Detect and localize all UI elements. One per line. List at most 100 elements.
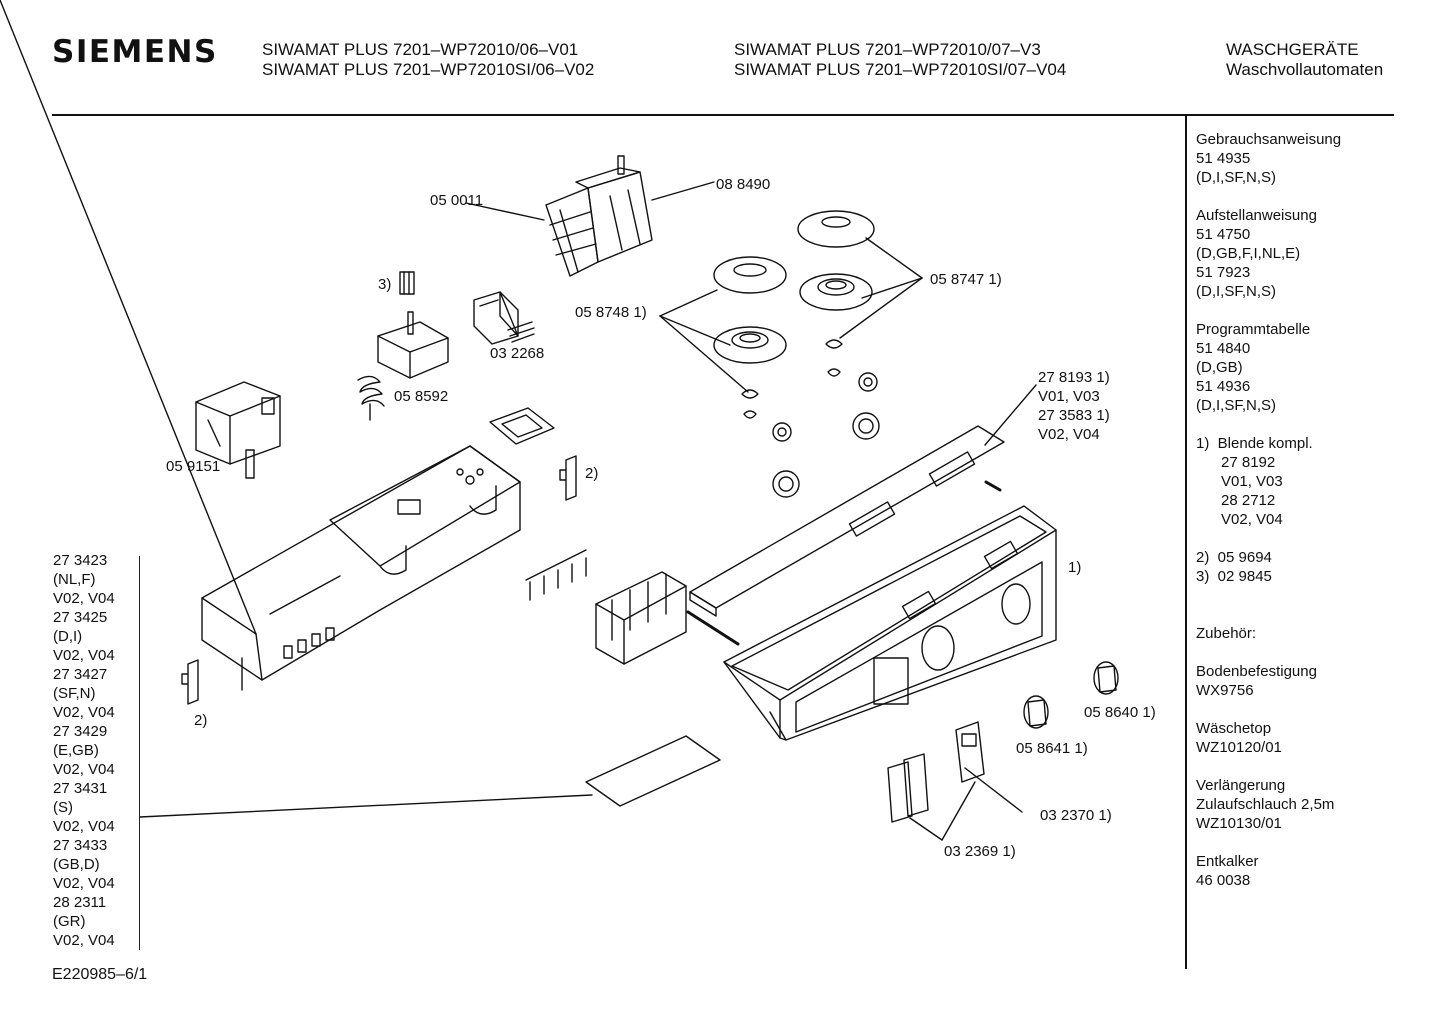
leader-line	[941, 781, 976, 841]
part-label: 05 9151	[166, 458, 221, 475]
leader-line	[964, 767, 1023, 813]
sidebar-line: 27 8192	[1196, 454, 1276, 471]
part-label: 08 8490	[716, 176, 771, 193]
leader-line	[139, 794, 593, 818]
sidebar-line: WZ10130/01	[1196, 815, 1282, 832]
part-label: 03 2370 1)	[1040, 807, 1112, 824]
sidebar-line: WZ10120/01	[1196, 739, 1282, 756]
part-label: V02, V04	[1038, 426, 1100, 443]
left-list-line: (GB,D)	[53, 856, 100, 873]
model-list-2: SIWAMAT PLUS 7201–WP72010/07–V3 SIWAMAT …	[734, 40, 1066, 80]
left-list-line: 27 3429	[53, 723, 108, 740]
sidebar-line: 46 0038	[1196, 872, 1251, 889]
contact-strip-part	[525, 549, 587, 601]
left-list-line: (D,I)	[53, 628, 83, 645]
left-list-line: 27 3427	[53, 666, 108, 683]
part-label: 05 8592	[394, 388, 449, 405]
sidebar-line: 2) 05 9694	[1196, 549, 1272, 566]
leader-line	[659, 315, 731, 346]
category-line: WASCHGERÄTE	[1226, 40, 1359, 59]
category-title: WASCHGERÄTE Waschvollautomaten	[1226, 40, 1383, 80]
leader-line	[659, 315, 749, 393]
left-list-line: V02, V04	[53, 704, 115, 721]
left-list-line: V02, V04	[53, 647, 115, 664]
part-label: 03 2369 1)	[944, 843, 1016, 860]
rotary-knob-part	[1093, 661, 1119, 695]
part-label: 05 0011	[430, 192, 484, 209]
knob-disc-part	[797, 210, 875, 248]
model-line: SIWAMAT PLUS 7201–WP72010/07–V3	[734, 40, 1041, 59]
terminal-holder-part	[595, 571, 687, 665]
left-list-line: V02, V04	[53, 875, 115, 892]
sidebar-line: 51 4936	[1196, 378, 1251, 395]
sidebar-line: 51 4840	[1196, 340, 1251, 357]
left-list-line: V02, V04	[53, 761, 115, 778]
leader-line	[839, 277, 923, 339]
sidebar-line: 1) Blende kompl.	[1196, 435, 1313, 452]
left-list-line: (GR)	[53, 913, 86, 930]
left-list-line: 27 3423	[53, 552, 108, 569]
sidebar-line: WX9756	[1196, 682, 1254, 699]
part-label: 05 8747 1)	[930, 271, 1002, 288]
sidebar-line: Verlängerung	[1196, 777, 1286, 794]
leader-line	[865, 237, 923, 279]
left-list-line: V02, V04	[53, 932, 115, 949]
sidebar-line: 3) 02 9845	[1196, 568, 1272, 585]
part-label: 05 8641 1)	[1016, 740, 1088, 757]
leader-line	[659, 289, 718, 317]
left-list-line: (SF,N)	[53, 685, 96, 702]
sidebar-line: (D,GB,F,I,NL,E)	[1196, 245, 1301, 262]
left-list-line: V02, V04	[53, 590, 115, 607]
left-list-line: (S)	[53, 799, 73, 816]
left-parts-list: 27 3423 (NL,F) V02, V04 27 3425 (D,I) V02, V0…	[53, 551, 115, 950]
timer-spring-part	[357, 311, 449, 421]
push-button-part	[887, 753, 929, 823]
leader-line	[651, 181, 715, 201]
part-label: 2)	[194, 712, 208, 729]
panel-insert-part	[686, 425, 1005, 646]
part-label: 27 3583 1)	[1038, 407, 1110, 424]
part-label: 03 2268	[490, 345, 545, 362]
model-line: SIWAMAT PLUS 7201–WP72010/06–V01	[262, 40, 579, 59]
header-divider	[52, 114, 1394, 116]
sidebar-line: Programmtabelle	[1196, 321, 1311, 338]
model-line: SIWAMAT PLUS 7201–WP72010SI/06–V02	[262, 60, 595, 79]
sidebar-line: 51 7923	[1196, 264, 1251, 281]
left-list-line: 27 3425	[53, 609, 108, 626]
switch-block-part	[195, 381, 281, 479]
sidebar-line: Wäschetop	[1196, 720, 1272, 737]
part-label: 1)	[1068, 559, 1082, 576]
sidebar-line: Zubehör:	[1196, 625, 1257, 642]
clip-part	[559, 455, 577, 501]
left-list-line: (NL,F)	[53, 571, 96, 588]
sidebar-line: Bodenbefestigung	[1196, 663, 1317, 680]
clip-part	[181, 659, 199, 705]
document-code: E220985–6/1	[52, 966, 148, 983]
part-label: 05 8640 1)	[1084, 704, 1156, 721]
sidebar-line: V01, V03	[1196, 473, 1283, 490]
part-label: 27 8193 1)	[1038, 369, 1110, 386]
knob-disc-part	[713, 326, 787, 364]
sidebar-line: (D,I,SF,N,S)	[1196, 169, 1277, 186]
knob-disc-part	[799, 273, 873, 311]
leader-line	[465, 202, 545, 221]
sidebar-line: 51 4935	[1196, 150, 1251, 167]
gear-part	[772, 372, 880, 498]
knob-disc-part	[713, 256, 787, 294]
left-list-line: 27 3431	[53, 780, 108, 797]
foam-mat-part	[585, 735, 721, 807]
brand-logo: SIEMENS	[52, 34, 218, 70]
spring-clip-part	[741, 339, 843, 419]
sidebar-line: Entkalker	[1196, 853, 1259, 870]
model-line: SIWAMAT PLUS 7201–WP72010SI/07–V04	[734, 60, 1067, 79]
push-button-part	[955, 721, 985, 783]
sidebar-line: 51 4750	[1196, 226, 1251, 243]
model-list-1: SIWAMAT PLUS 7201–WP72010/06–V01 SIWAMAT…	[262, 40, 594, 80]
relay-part	[473, 291, 535, 345]
left-list-bracket	[139, 556, 140, 950]
sidebar-line: Zulaufschlauch 2,5m	[1196, 796, 1335, 813]
left-list-line: 28 2311	[53, 894, 107, 911]
part-label-group: 27 8193 1) V01, V03 27 3583 1) V02, V04	[1038, 368, 1110, 444]
